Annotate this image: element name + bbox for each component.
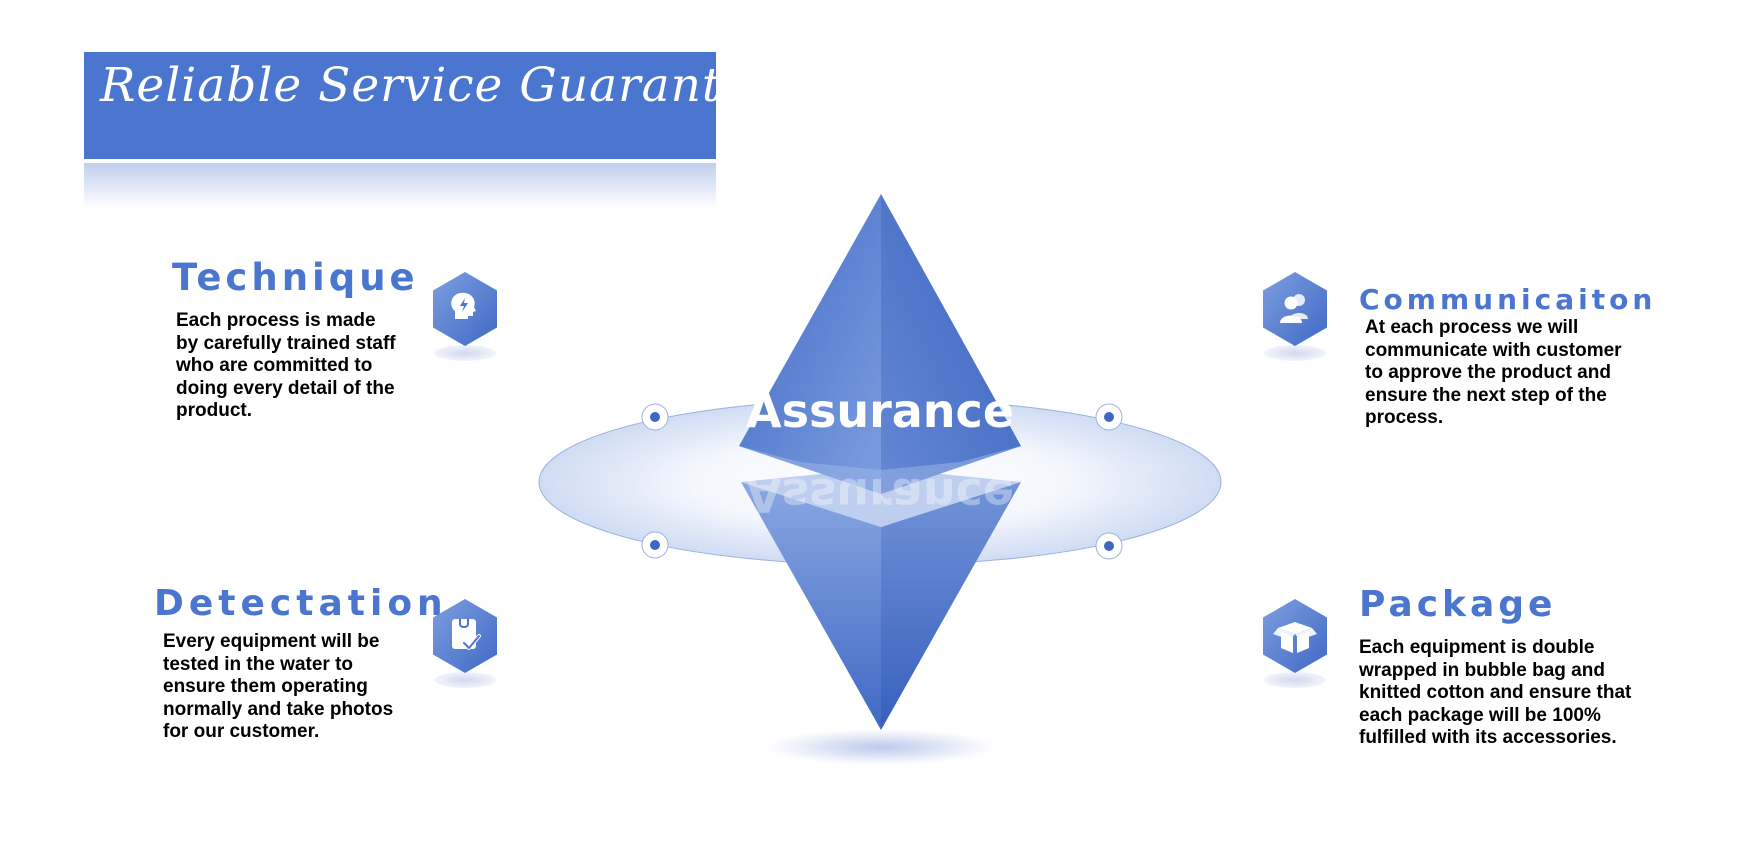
desc-line: product. [176,400,252,421]
desc-line: Every equipment will be [163,631,380,652]
desc-line: who are committed to [176,355,373,376]
desc-line: ensure them operating [163,676,368,697]
desc-line: ensure the next step of the [1365,384,1607,406]
heading-communication: Communicaiton [1359,283,1657,316]
pyramid-top-right [881,194,1021,494]
heading-package: Package [1359,584,1557,625]
desc-line: each package will be 100% [1359,704,1601,726]
icon-shadow [1264,345,1326,361]
users-icon [1263,272,1327,346]
desc-line: for our customer. [163,721,320,742]
desc-line: Each process is made [176,310,376,331]
desc-line: wrapped in bubble bag and [1359,659,1605,681]
floor-shadow [766,729,996,765]
desc-line: At each process we will [1365,317,1579,338]
orbit-marker [1095,532,1123,560]
desc-package: Each equipment is double wrapped in bubb… [1359,637,1631,750]
pyramid-bottom-cap [741,468,1021,527]
pyramid-top-left [739,194,881,494]
lightbulb-head-icon [433,272,497,346]
pyramid-bottom-left [741,482,881,730]
desc-line: Each equipment is double [1359,637,1595,658]
desc-line: fulfilled with its accessories. [1359,727,1617,748]
desc-line: communicate with customer [1365,339,1622,361]
title-banner-reflection [84,163,716,208]
desc-technique: Each process is made by carefully traine… [176,310,396,423]
page-title: Reliable Service Guarantee [100,58,780,113]
desc-line: normally and take photos [163,698,394,720]
icon-shadow [434,345,496,361]
center-label-reflection: Assurance [745,468,1015,522]
pyramid-bottom-right [881,482,1021,730]
desc-line: doing every detail of the [176,377,395,399]
center-label: Assurance [745,384,1015,438]
desc-communication: At each process we will communicate with… [1365,317,1622,430]
desc-line: knitted cotton and ensure that [1359,682,1632,703]
desc-detectation: Every equipment will be tested in the wa… [163,631,393,744]
desc-line: to approve the product and [1365,362,1611,383]
pyramid-top-base [739,446,1021,494]
box-icon [1263,599,1327,673]
desc-line: by carefully trained staff [176,332,396,354]
heading-detectation: Detectation [154,583,448,624]
orbit-marker [641,403,669,431]
heading-technique: Technique [172,256,419,299]
orbit-marker [641,531,669,559]
desc-line: tested in the water to [163,653,354,675]
desc-line: process. [1365,407,1444,428]
icon-shadow [434,672,496,688]
orbit-marker [1095,403,1123,431]
clipboard-check-icon [433,599,497,673]
title-banner: Reliable Service Guarantee [84,52,778,159]
icon-shadow [1264,672,1326,688]
